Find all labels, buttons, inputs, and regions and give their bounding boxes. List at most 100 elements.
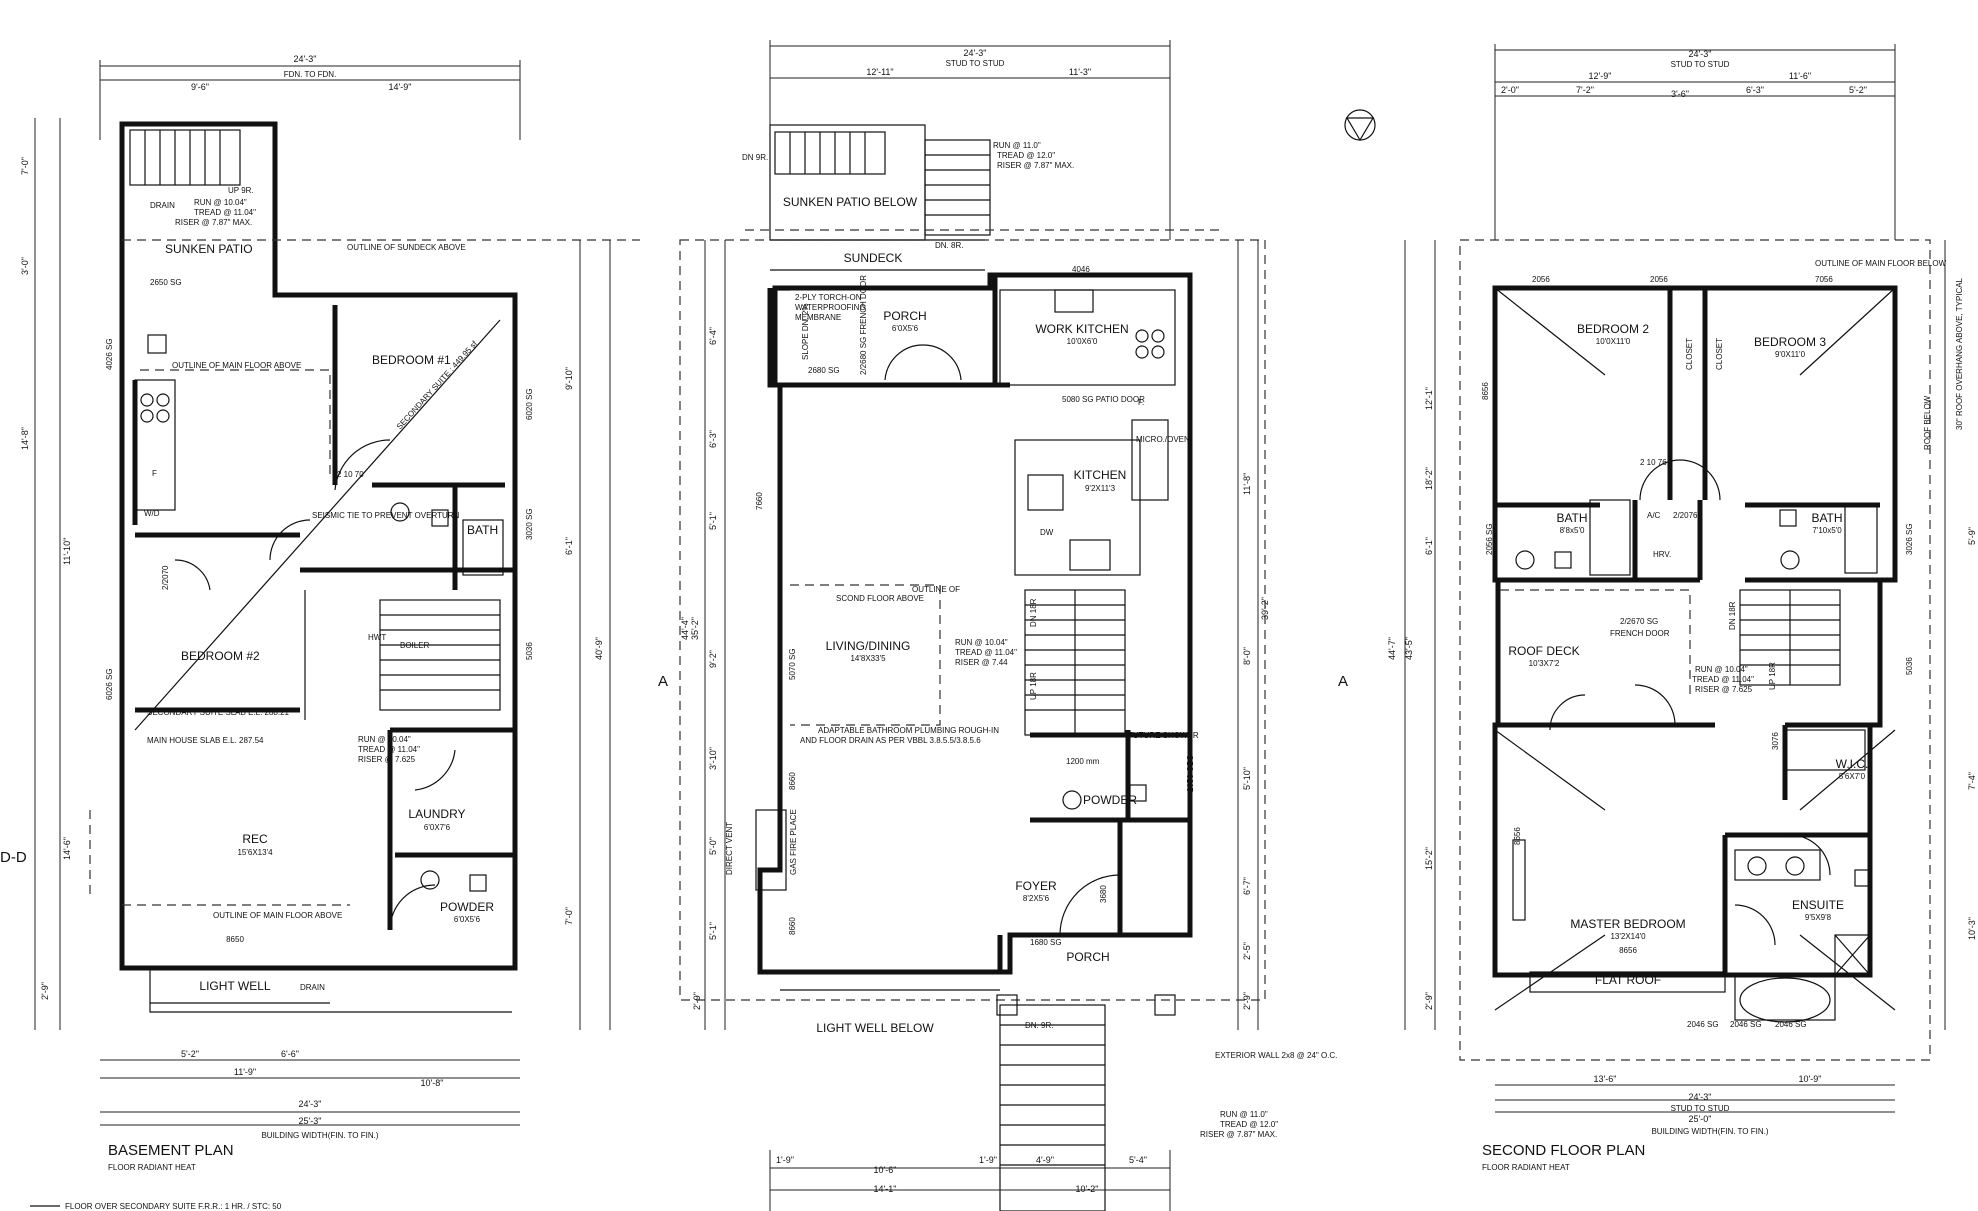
dimension: 12'-1" xyxy=(1424,387,1434,410)
dimension: 13'-6" xyxy=(1594,1074,1617,1084)
label: CLOSET xyxy=(1715,338,1724,370)
room-name: BATH xyxy=(1556,511,1587,525)
label: 2/2670 SG xyxy=(1620,617,1658,626)
label: F. xyxy=(1138,398,1144,407)
adaptable-note: ADAPTABLE BATHROOM PLUMBING ROUGH-IN xyxy=(818,726,999,735)
dimension: 2'-5" xyxy=(1242,942,1252,960)
outline-note: OUTLINE OF MAIN FLOOR ABOVE xyxy=(213,911,342,920)
exterior-wall-note: EXTERIOR WALL 2x8 @ 24" O.C. xyxy=(1215,1051,1337,1060)
room-name: LAUNDRY xyxy=(408,807,465,821)
seismic-note: SEISMIC TIE TO PREVENT OVERTURN xyxy=(312,511,460,520)
room-name: LIVING/DINING xyxy=(826,639,911,653)
room-name: KITCHEN xyxy=(1074,468,1127,482)
label: 6020 SG xyxy=(525,388,534,420)
label: 8656 xyxy=(1513,827,1522,845)
label: DN 9R. xyxy=(742,153,768,162)
room-name: POWDER xyxy=(1083,793,1137,807)
room-name: SUNDECK xyxy=(844,251,903,265)
second-stud-note: STUD TO STUD xyxy=(1671,1104,1730,1113)
label: DN. 8R. xyxy=(935,241,963,250)
label: 2 10 76 xyxy=(1640,458,1667,467)
label: F xyxy=(152,469,157,478)
basement-top-dim-1: 9'-6" xyxy=(191,82,209,92)
label: DRAIN xyxy=(300,983,325,992)
stair-note: TREAD @ 11.04" xyxy=(358,745,420,754)
dimension: 4'-9" xyxy=(1036,1155,1054,1165)
dimension: 5'-4" xyxy=(1129,1155,1147,1165)
label: 2/2076 xyxy=(1673,511,1698,520)
room-name: SUNKEN PATIO xyxy=(165,242,253,256)
dimension: 25'-3" xyxy=(299,1116,322,1126)
dimension: 11'-3" xyxy=(1069,67,1091,77)
dimension: 14'-1" xyxy=(874,1184,897,1194)
north-arrow-icon xyxy=(1344,109,1376,142)
room-size: 7'10x5'0 xyxy=(1812,526,1842,535)
label: DW xyxy=(1040,528,1054,537)
footer-note: FLOOR OVER SECONDARY SUITE F.R.R.: 1 HR.… xyxy=(65,1202,282,1211)
label: A/C xyxy=(1647,511,1661,520)
basement-top-dim-2: 14'-9" xyxy=(389,82,412,92)
room-size: 15'6X13'4 xyxy=(237,848,273,857)
second-plan-title: SECOND FLOOR PLAN xyxy=(1482,1142,1645,1159)
dimension: 1'-9" xyxy=(979,1155,997,1165)
room-name: PORCH xyxy=(1066,950,1109,964)
dimension: 5'-0" xyxy=(708,837,718,855)
dimension: 40'-9" xyxy=(594,637,604,660)
dimension: 14'-6" xyxy=(62,837,72,860)
second-floor-plan: 24'-3" STUD TO STUD 12'-9" 11'-6" 2'-0" … xyxy=(1387,44,1977,1172)
dimension: 7'-2" xyxy=(1576,85,1594,95)
room-size: 9'5X9'8 xyxy=(1805,913,1832,922)
dimension: 6'-1" xyxy=(564,537,574,555)
outline-note: SCOND FLOOR ABOVE xyxy=(836,594,924,603)
dimension: 5'-2" xyxy=(181,1049,199,1059)
dimension: 44'-7" xyxy=(1387,637,1397,660)
building-width-note: BUILDING WIDTH(FIN. TO FIN.) xyxy=(261,1131,378,1140)
basement-overall-width: 24'-3" xyxy=(294,54,317,64)
second-overall-width: 24'-3" xyxy=(1689,49,1712,59)
dimension: 24'-3" xyxy=(299,1099,322,1109)
label: W/D xyxy=(144,509,160,518)
room-size: 10'0X6'0 xyxy=(1067,337,1098,346)
outline-note: OUTLINE OF xyxy=(912,585,960,594)
dimension: 8'-0" xyxy=(1242,647,1252,665)
basement-plan-title: BASEMENT PLAN xyxy=(108,1142,234,1159)
label: 8660 xyxy=(788,772,797,790)
adaptable-note: AND FLOOR DRAIN AS PER VBBL 3.8.5.5/3.8.… xyxy=(800,736,981,745)
outline-note: OUTLINE OF MAIN FLOOR ABOVE xyxy=(172,361,301,370)
label: 2046 SG xyxy=(1687,1020,1719,1029)
dimension: 14'-8" xyxy=(20,427,30,450)
label: 2046 SG xyxy=(1730,1020,1762,1029)
basement-fdn-note: FDN. TO FDN. xyxy=(284,70,337,79)
label: DN. 9R. xyxy=(1025,1021,1053,1030)
room-name: POWDER xyxy=(440,900,494,914)
dimension: 44'-4" xyxy=(680,617,690,640)
dimension: 25'-0" xyxy=(1689,1114,1712,1124)
label: 2/2680 SG FRENCH DOOR xyxy=(859,275,868,375)
dimension: 11'-9" xyxy=(234,1067,256,1077)
room-name: SUNKEN PATIO BELOW xyxy=(783,195,918,209)
membrane-note: WATERPROOFING xyxy=(795,303,866,312)
stair-note: RUN @ 10.04" xyxy=(358,735,411,744)
dimension: 3'-6" xyxy=(1671,89,1689,99)
label: 5036 xyxy=(525,642,534,660)
dimension: 6'-6" xyxy=(281,1049,299,1059)
label: FUTURE SHOWER xyxy=(1128,731,1199,740)
room-name: PORCH xyxy=(883,309,926,323)
elevation-mark: A xyxy=(658,673,668,690)
stair-note: RISER @ 7.87" MAX. xyxy=(997,161,1074,170)
dimension: 5'-1" xyxy=(708,922,718,940)
stair-note: TREAD @ 12.0" xyxy=(997,151,1055,160)
room-size: 9'0X11'0 xyxy=(1775,350,1806,359)
label: SLOPE DN. 2% xyxy=(801,304,810,360)
label: 2650 SG xyxy=(150,278,182,287)
room-name: BEDROOM 2 xyxy=(1577,322,1649,336)
dimension: 3'-0" xyxy=(20,257,30,275)
dimension: 6'-7" xyxy=(1242,877,1252,895)
dimension: 10'-6" xyxy=(874,1165,897,1175)
stair-note: RUN @ 10.04" xyxy=(1695,665,1748,674)
label: 5070 SG xyxy=(788,648,797,680)
stair-note: TREAD @ 11.04" xyxy=(194,208,256,217)
room-size: 6'0X5'6 xyxy=(454,915,481,924)
label: 3076 xyxy=(1771,732,1780,750)
